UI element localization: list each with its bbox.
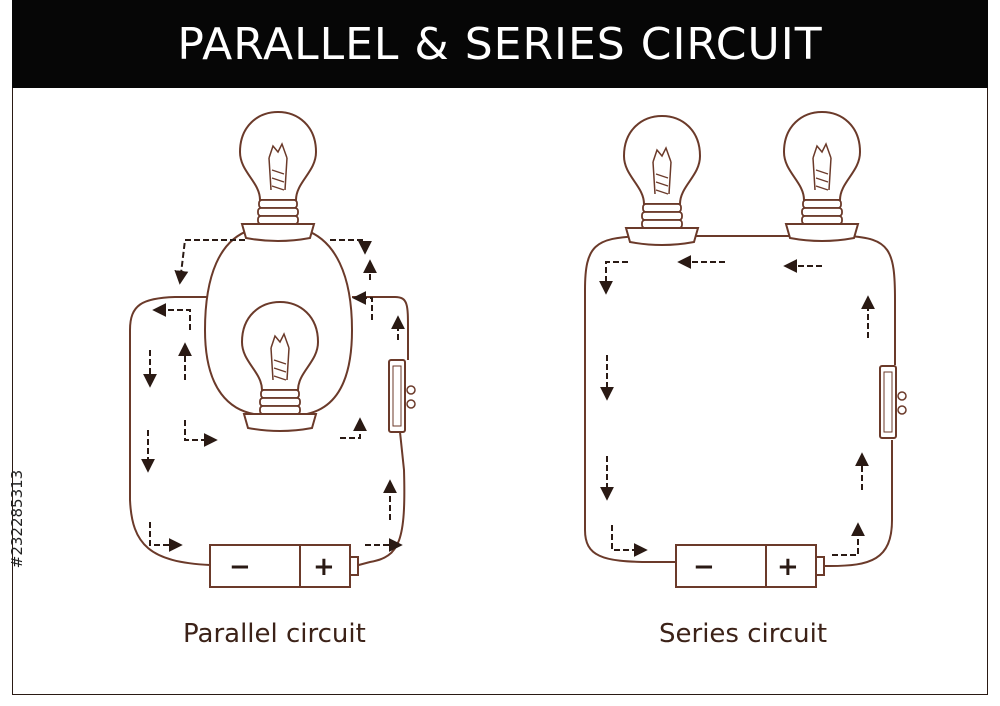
- stock-id: #232285313: [8, 469, 26, 569]
- diagram-frame: [12, 0, 988, 695]
- parallel-branch-loop: [203, 229, 354, 416]
- parallel-current-arrows: [141, 239, 405, 552]
- parallel-bulb-top: [239, 111, 317, 242]
- series-wire: [584, 235, 896, 567]
- parallel-battery-minus: −: [229, 552, 251, 582]
- parallel-battery: [209, 544, 359, 588]
- title-banner: PARALLEL & SERIES CIRCUIT: [12, 0, 988, 88]
- series-battery-plus: +: [777, 552, 799, 582]
- parallel-circuit: [129, 111, 416, 588]
- diagram-title: PARALLEL & SERIES CIRCUIT: [177, 18, 823, 70]
- series-bulb-left: [623, 115, 701, 246]
- series-circuit-label: Series circuit: [659, 619, 828, 649]
- parallel-battery-plus: +: [313, 552, 335, 582]
- parallel-switch: [388, 359, 416, 433]
- parallel-bulb-middle: [241, 301, 319, 432]
- series-current-arrows: [599, 255, 875, 557]
- series-battery-minus: −: [693, 552, 715, 582]
- series-bulb-right: [783, 111, 861, 242]
- series-circuit: [584, 111, 907, 588]
- series-switch: [879, 365, 907, 439]
- parallel-circuit-label: Parallel circuit: [183, 619, 366, 649]
- series-battery: [675, 544, 825, 588]
